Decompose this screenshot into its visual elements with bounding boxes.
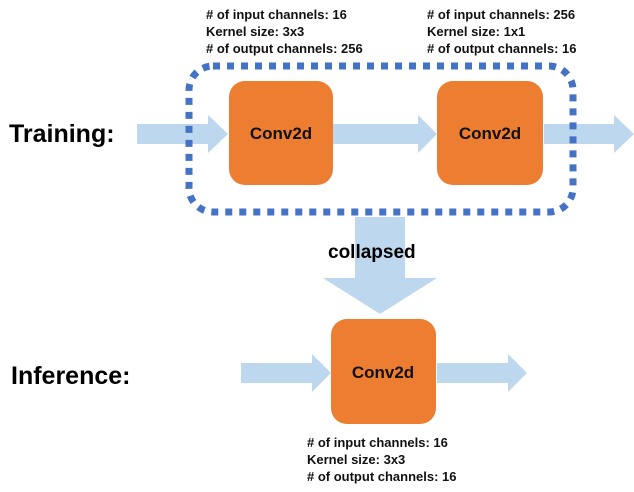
collapsed-label: collapsed xyxy=(328,242,416,263)
training-input-arrow xyxy=(137,115,228,153)
training-layer2-info: # of input channels: 256 Kernel size: 1x… xyxy=(427,6,577,57)
training-middle-arrow xyxy=(333,115,437,153)
training-conv2d-box-2: Conv2d xyxy=(437,81,543,185)
training-output-arrow xyxy=(544,115,634,153)
training-layer1-info: # of input channels: 16 Kernel size: 3x3… xyxy=(206,6,363,57)
inference-input-channels: # of input channels: 16 xyxy=(307,435,448,450)
training-label: Training: xyxy=(9,120,115,148)
inference-input-arrow xyxy=(241,354,331,392)
inference-conv2d-label: Conv2d xyxy=(352,363,414,382)
inference-layer-info: # of input channels: 16 Kernel size: 3x3… xyxy=(307,434,457,485)
inference-label: Inference: xyxy=(11,362,131,390)
training-layer1-input-channels: # of input channels: 16 xyxy=(206,7,347,22)
training-layer1-output-channels: # of output channels: 256 xyxy=(206,41,363,56)
training-conv2d-label-2: Conv2d xyxy=(459,124,521,143)
training-group-border xyxy=(185,62,577,216)
training-conv2d-label-1: Conv2d xyxy=(250,124,312,143)
inference-conv2d-box: Conv2d xyxy=(331,319,436,424)
inference-output-channels: # of output channels: 16 xyxy=(307,469,457,484)
inference-output-arrow xyxy=(437,354,527,392)
collapse-down-arrow xyxy=(323,217,437,314)
training-conv2d-box-1: Conv2d xyxy=(229,81,333,185)
training-layer2-input-channels: # of input channels: 256 xyxy=(427,7,576,22)
inference-kernel-size: Kernel size: 3x3 xyxy=(307,452,406,467)
training-layer1-kernel-size: Kernel size: 3x3 xyxy=(206,24,305,39)
training-layer2-kernel-size: Kernel size: 1x1 xyxy=(427,24,526,39)
training-layer2-output-channels: # of output channels: 16 xyxy=(427,41,577,56)
